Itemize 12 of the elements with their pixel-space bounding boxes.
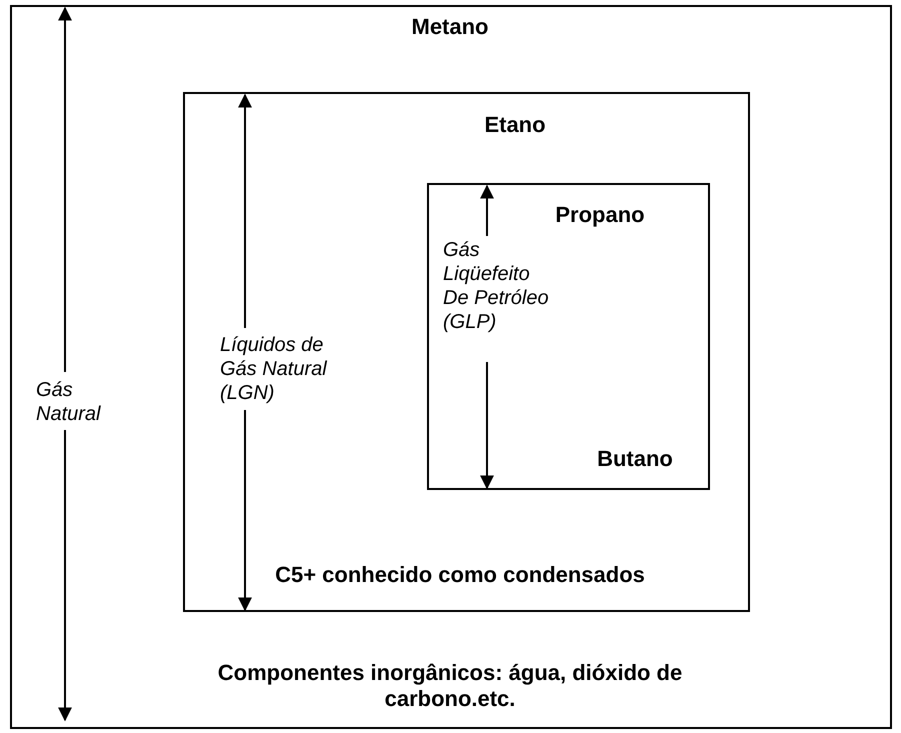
heading: Etano [483,112,547,138]
dimension-label: Gás Natural [36,378,102,426]
nested-box [427,183,710,490]
heading: Butano [596,446,674,472]
nested-box [183,92,750,612]
heading: Metano [410,14,490,40]
heading: Propano [554,202,646,228]
note-text: C5+ conhecido como condensados [274,562,646,588]
outer-frame [10,5,892,729]
dimension-label: Gás Liqüefeito De Petróleo (GLP) [443,238,550,334]
dimension-label: Líquidos de Gás Natural (LGN) [220,333,328,405]
note-text: Componentes inorgânicos: água, dióxido de carbono.etc. [216,660,684,713]
